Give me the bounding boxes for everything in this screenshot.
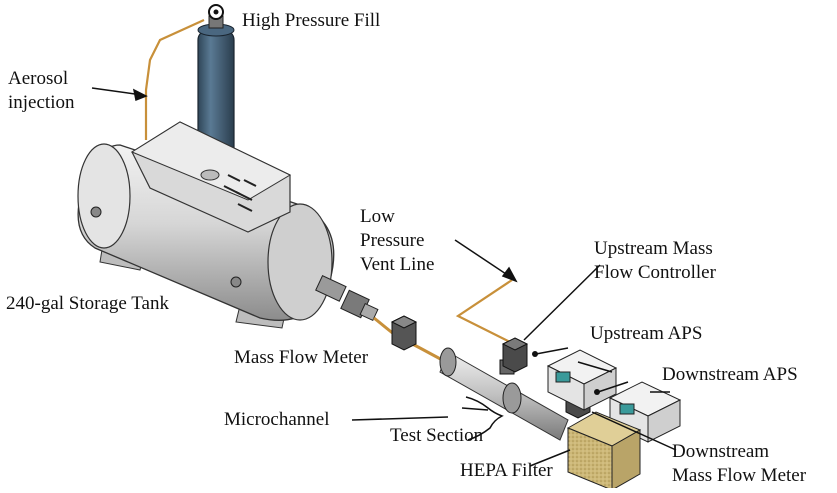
label-upstream-mfc-line2: Flow Controller xyxy=(594,262,717,283)
upstream-aps xyxy=(532,347,618,411)
storage-tank xyxy=(77,121,379,329)
upstream-mass-flow-controller xyxy=(501,337,529,373)
low-pressure-vent-line xyxy=(455,279,519,347)
label-downstream-mfm-line2: Mass Flow Meter xyxy=(672,465,807,486)
label-low-pressure-line3: Vent Line xyxy=(360,254,434,275)
label-test-section: Test Section xyxy=(390,425,484,446)
label-aerosol-line1: Aerosol xyxy=(8,68,68,89)
label-low-pressure-line2: Pressure xyxy=(360,230,424,251)
label-hepa-filter: HEPA Filter xyxy=(460,460,553,481)
label-storage-tank: 240-gal Storage Tank xyxy=(6,293,169,314)
label-aerosol-line2: injection xyxy=(8,92,75,113)
label-low-pressure-line1: Low xyxy=(360,206,395,227)
label-downstream-aps: Downstream APS xyxy=(662,364,798,385)
label-upstream-aps: Upstream APS xyxy=(590,323,702,344)
leader-lines xyxy=(91,87,677,467)
label-upstream-mfc-line1: Upstream Mass xyxy=(594,238,713,259)
gas-cylinder xyxy=(197,4,235,161)
label-downstream-mfm-line1: Downstream xyxy=(672,441,769,462)
label-microchannel: Microchannel xyxy=(224,409,330,430)
aerosol-injection-tube xyxy=(144,18,205,140)
mass-flow-meter xyxy=(390,315,418,351)
label-high-pressure-fill: High Pressure Fill xyxy=(242,10,380,31)
hepa-filter xyxy=(566,411,642,491)
label-mass-flow-meter: Mass Flow Meter xyxy=(234,347,369,368)
